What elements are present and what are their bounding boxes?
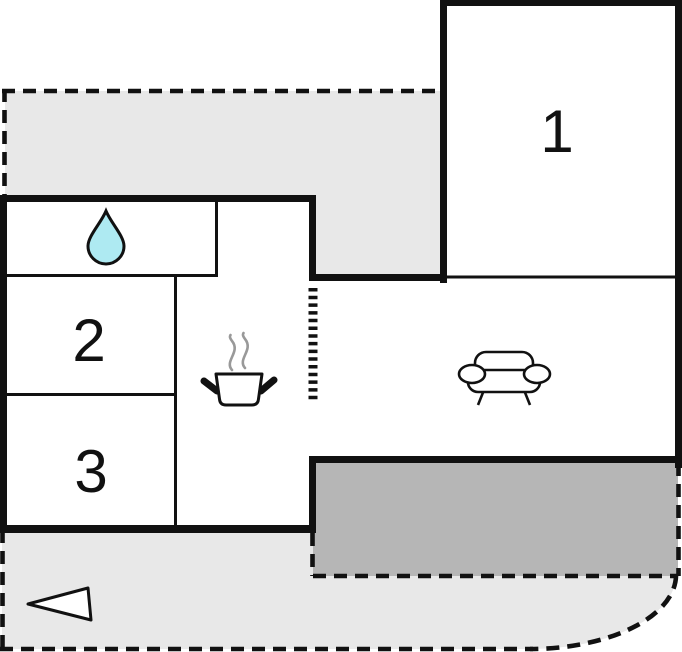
terrace-dashed-borders	[0, 88, 681, 652]
wall-room1-left	[440, 0, 447, 283]
wall-room1-top	[440, 0, 682, 6]
steam-icon	[228, 331, 249, 372]
terrace-bottom-dashed-curve	[529, 575, 679, 652]
water-drop-icon	[86, 207, 126, 266]
steam-line-left	[228, 333, 236, 372]
terrace-top	[5, 91, 440, 277]
interior-walls	[4, 196, 676, 527]
wall-right	[675, 0, 682, 468]
sofa-icon	[457, 350, 552, 406]
room-1-label: 1	[540, 98, 573, 165]
wall-terrace-covered-left	[309, 456, 316, 533]
sofa-armrest-right	[522, 363, 552, 385]
wall-hall-right	[309, 195, 316, 281]
wall-bathroom-top	[0, 195, 316, 202]
wall-hall-bottom	[309, 274, 447, 281]
wall-house-bottom	[0, 525, 316, 533]
room-2-label: 2	[72, 307, 105, 374]
pot-handle-left	[200, 377, 221, 395]
terrace-covered	[313, 459, 678, 576]
wall-house-left	[0, 195, 7, 533]
steam-line-right	[241, 331, 249, 370]
wall-living-bottom	[309, 456, 682, 463]
room-3-label: 3	[74, 438, 107, 505]
exterior-walls	[0, 0, 682, 533]
cooking-pot-icon	[200, 331, 278, 407]
sofa-armrest-left	[457, 363, 487, 385]
entrance-arrow-icon	[26, 586, 93, 622]
terrace-bottom	[2, 527, 676, 649]
pot-handle-right	[257, 376, 278, 395]
pot-body	[214, 372, 264, 407]
